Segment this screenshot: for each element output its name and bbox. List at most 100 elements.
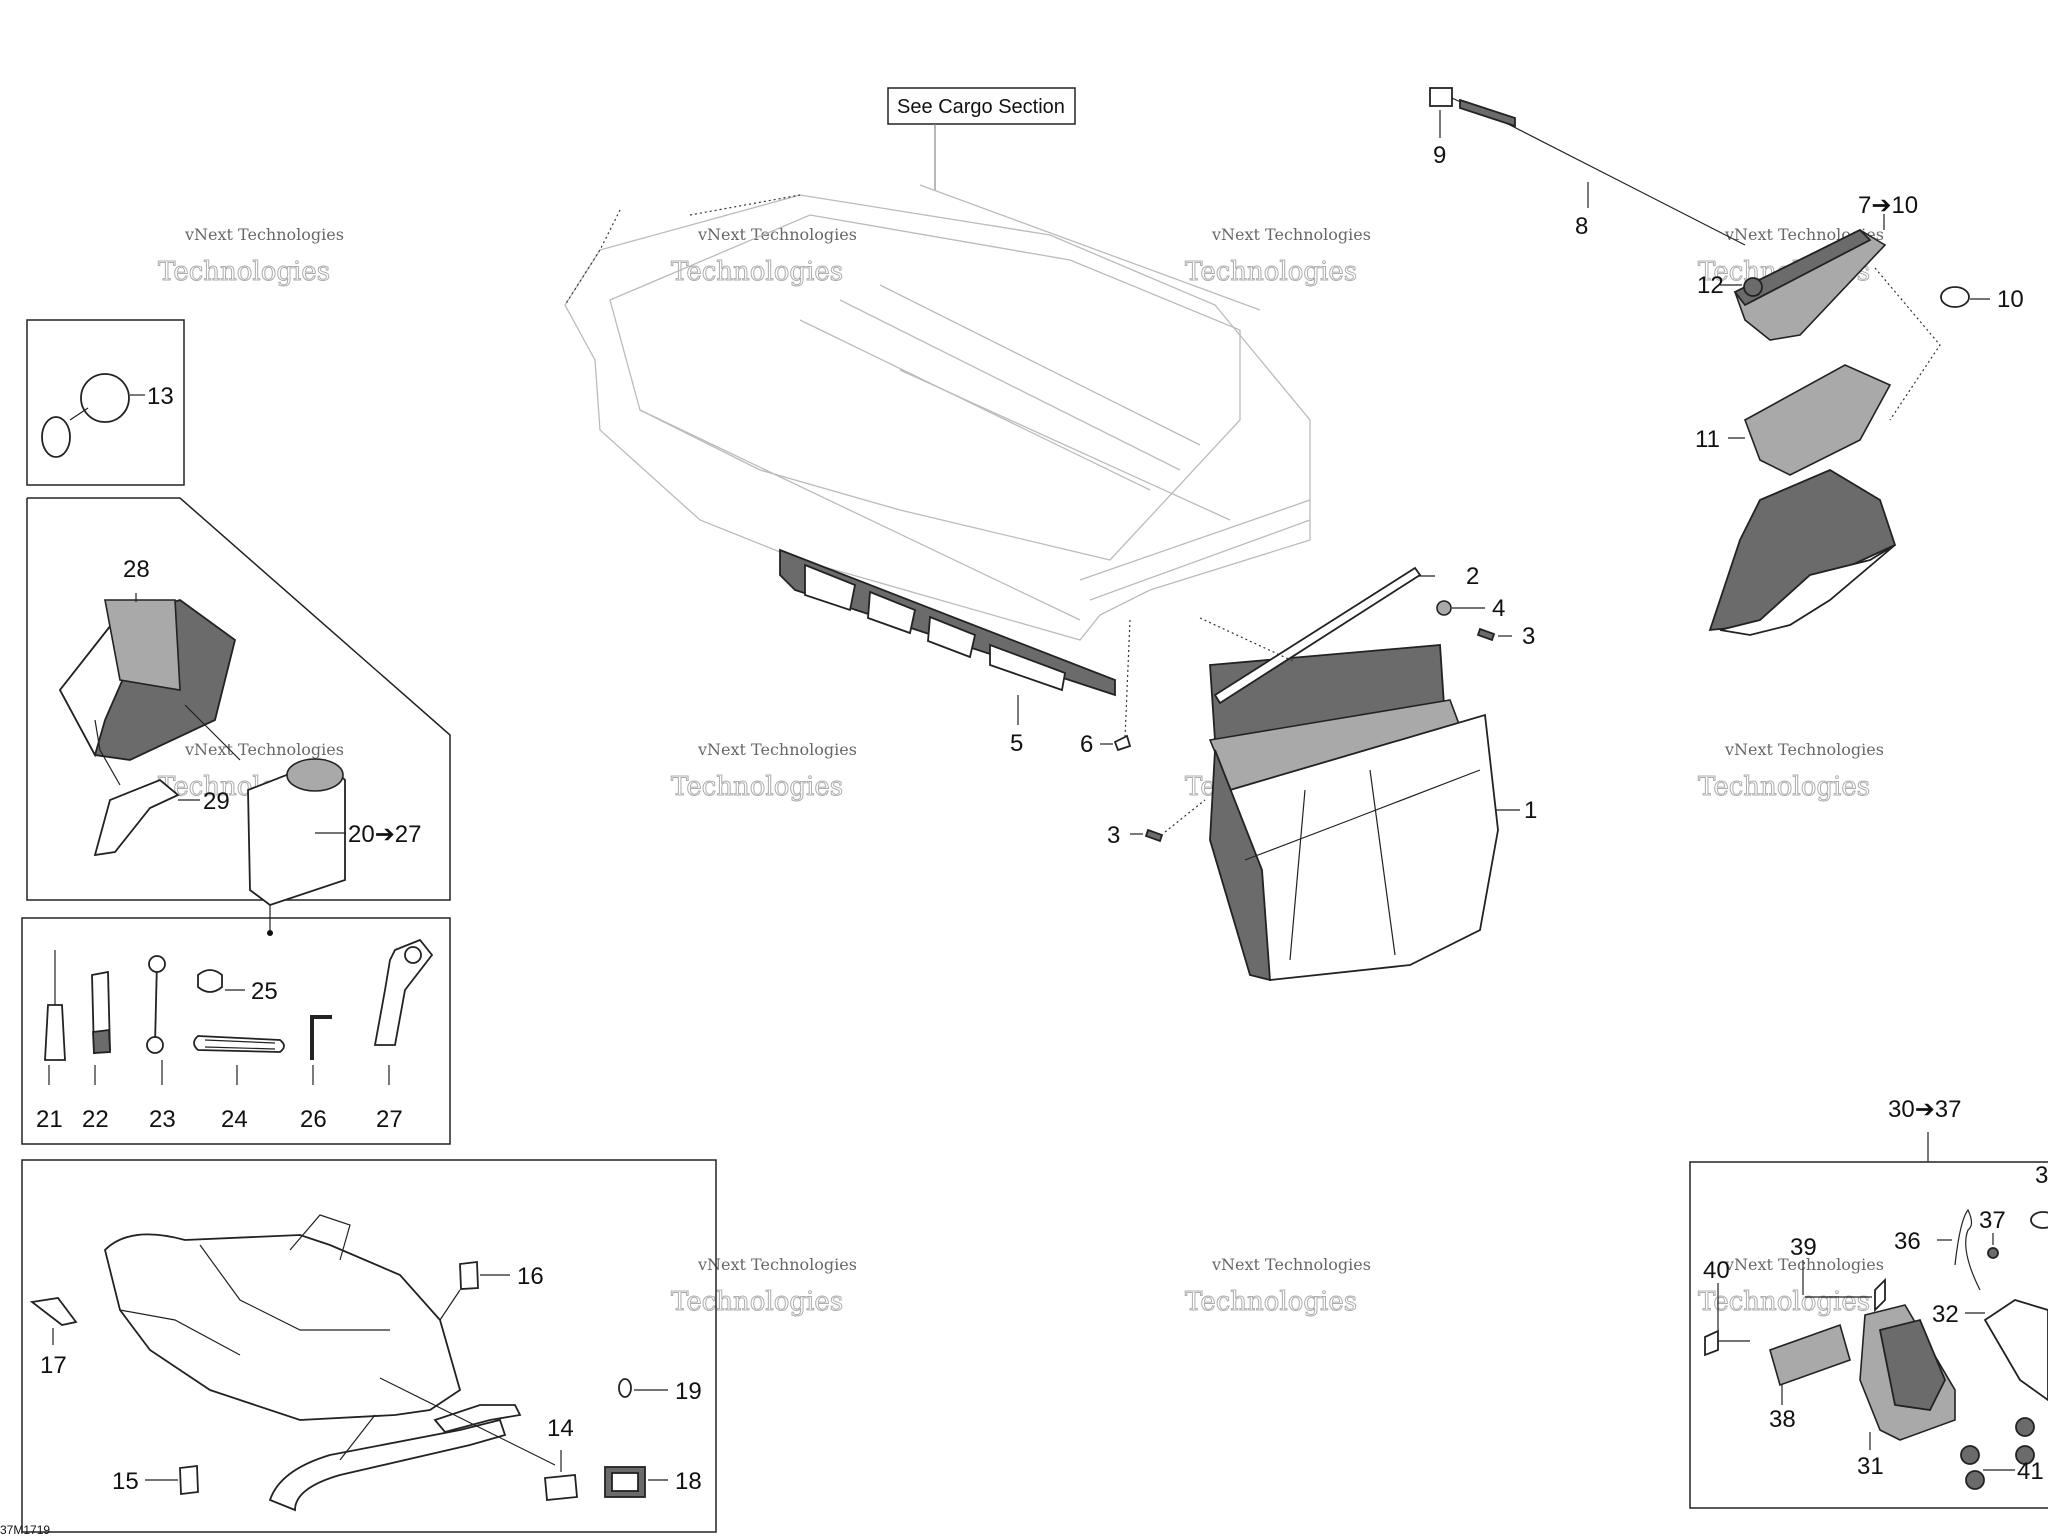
- cargo-rack-ghost: [564, 184, 1311, 641]
- screw-part-3: 3: [1476, 623, 1535, 650]
- fastener-part-19: 19: [379, 1377, 702, 1466]
- spanner-tool-part-27: 27: [373, 938, 434, 1133]
- svg-text:Technologies: Technologies: [1185, 257, 1357, 287]
- cable-part-36: 36: [1894, 1208, 1981, 1291]
- bulb-part-10: 10: [1940, 286, 2024, 313]
- svg-text:27: 27: [376, 1106, 403, 1133]
- svg-text:14: 14: [547, 1415, 574, 1442]
- snowmobile-outline: [104, 1214, 522, 1512]
- washer-part-4: 4: [1436, 595, 1505, 622]
- decal-part-15: 15: [112, 1464, 199, 1496]
- decals-inset-box: 17 16 15 14 18 19: [21, 1159, 717, 1533]
- bolt-part-40: 40: [1703, 1257, 1750, 1357]
- svg-text:1: 1: [1524, 797, 1537, 824]
- svg-text:Technologies: Technologies: [1698, 772, 1870, 802]
- hitch-part-32: 32: [1932, 1299, 2048, 1402]
- svg-text:5: 5: [1010, 730, 1023, 757]
- svg-text:4: 4: [1492, 595, 1505, 622]
- socket-part-22: 22: [82, 970, 111, 1133]
- hex-key-part-26: 26: [300, 1015, 332, 1133]
- svg-text:Technologies: Technologies: [671, 772, 843, 802]
- svg-text:17: 17: [40, 1352, 67, 1379]
- wire-harness-part-8: 9 8: [1429, 87, 1746, 246]
- mirror-inset-box: 13: [26, 319, 185, 486]
- hitch-inset-box: 30➔37 3 31 32 36 37 39: [1689, 1096, 2048, 1509]
- svg-text:36: 36: [1894, 1228, 1921, 1255]
- svg-text:31: 31: [1857, 1453, 1884, 1480]
- svg-text:30➔37: 30➔37: [1888, 1096, 1962, 1123]
- svg-text:vNext Technologies: vNext Technologies: [697, 225, 857, 244]
- bolt-part-39: 39: [1790, 1234, 1886, 1313]
- connector-dot: [267, 930, 273, 936]
- svg-text:13: 13: [147, 383, 174, 410]
- svg-text:vNext Technologies: vNext Technologies: [1724, 740, 1884, 759]
- clip-part-6: 6: [1080, 619, 1132, 758]
- svg-text:32: 32: [1932, 1301, 1959, 1328]
- svg-text:9: 9: [1433, 142, 1446, 169]
- svg-text:26: 26: [300, 1106, 327, 1133]
- svg-text:See Cargo Section: See Cargo Section: [897, 96, 1065, 118]
- plate-holder-part-18: 18: [604, 1466, 702, 1498]
- svg-text:29: 29: [203, 788, 230, 815]
- svg-text:vNext Technologies: vNext Technologies: [184, 225, 344, 244]
- svg-text:3: 3: [1522, 623, 1535, 650]
- svg-text:11: 11: [1695, 426, 1720, 453]
- svg-text:23: 23: [149, 1106, 176, 1133]
- tool-bag-inset-box: 28 29 20➔27: [26, 497, 451, 936]
- clip-part-25: 25: [197, 969, 278, 1005]
- screw-part-3: 3: [1107, 799, 1206, 849]
- svg-text:7➔10: 7➔10: [1858, 192, 1918, 219]
- svg-text:Technologies: Technologies: [1185, 1287, 1357, 1317]
- wrench-part-23: 23: [146, 955, 176, 1133]
- grommet-part-12: 12: [1697, 272, 1763, 299]
- snow-flap-part-1: 1: [1208, 644, 1537, 982]
- light-housing-part-11: 11: [1695, 267, 1941, 636]
- svg-text:vNext Technologies: vNext Technologies: [1211, 1255, 1371, 1274]
- svg-text:6: 6: [1080, 731, 1093, 758]
- svg-text:Technologies: Technologies: [671, 257, 843, 287]
- svg-text:37: 37: [1979, 1207, 2006, 1234]
- tool-kit-inset-box: 21 22 23 25 24 26: [21, 917, 451, 1145]
- svg-text:25: 25: [251, 978, 278, 1005]
- screwdriver-part-21: 21: [36, 950, 66, 1133]
- svg-text:vNext Technologies: vNext Technologies: [1211, 225, 1371, 244]
- svg-text:vNext Technologies: vNext Technologies: [184, 740, 344, 759]
- svg-text:2: 2: [1466, 563, 1479, 590]
- svg-text:10: 10: [1997, 286, 2024, 313]
- hitch-bracket-part-31: 31: [1857, 1304, 1956, 1480]
- see-cargo-section-callout: See Cargo Section: [887, 87, 1076, 190]
- decal-part-17: 17: [29, 1297, 78, 1379]
- svg-text:12: 12: [1697, 272, 1724, 299]
- side-trim-panel: 5: [779, 548, 1116, 757]
- svg-text:19: 19: [675, 1378, 702, 1405]
- flap-bar-part-2: 2: [1199, 563, 1479, 705]
- nuts-part-41: 41: [1960, 1417, 2044, 1490]
- svg-text:18: 18: [675, 1468, 702, 1495]
- svg-text:20➔27: 20➔27: [348, 821, 422, 848]
- svg-text:3: 3: [1107, 822, 1120, 849]
- decal-part-14: 14: [544, 1415, 578, 1501]
- svg-text:vNext Technologies: vNext Technologies: [1724, 1255, 1884, 1274]
- nut-part-37: 37: [1979, 1207, 2006, 1259]
- svg-text:Technologies: Technologies: [158, 257, 330, 287]
- svg-text:vNext Technologies: vNext Technologies: [697, 1255, 857, 1274]
- diagram-code: 37M1719: [0, 1523, 50, 1536]
- tail-light-part-7-10: 7➔10: [1733, 192, 1918, 341]
- svg-text:8: 8: [1575, 213, 1588, 240]
- svg-text:24: 24: [221, 1106, 248, 1133]
- label-part-3x-clipped: 3: [2035, 1162, 2048, 1189]
- svg-text:16: 16: [517, 1263, 544, 1290]
- cable-part-24: 24: [193, 1035, 285, 1133]
- svg-text:Technologies: Technologies: [1698, 1287, 1870, 1317]
- svg-text:40: 40: [1703, 1257, 1730, 1284]
